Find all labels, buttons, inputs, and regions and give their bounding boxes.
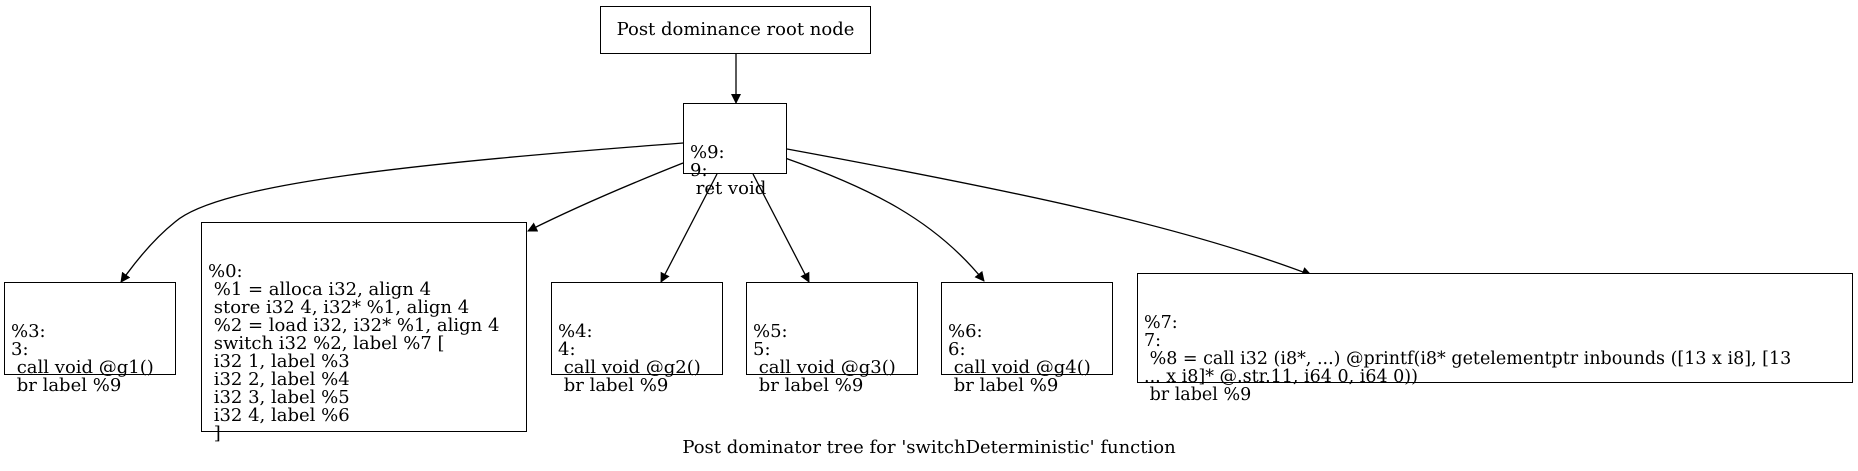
node-label-root: Post dominance root node [616, 19, 855, 40]
node-n5: %5: 5: call void @g3() br label %9 [746, 282, 918, 395]
node-n6: %6: 6: call void @g4() br label %9 [941, 282, 1113, 395]
node-n4: %4: 4: call void @g2() br label %9 [551, 282, 723, 395]
edge-n9-to-n5 [752, 173, 810, 283]
node-label-n6: %6: 6: call void @g4() br label %9 [948, 321, 1091, 396]
node-label-n5: %5: 5: call void @g3() br label %9 [753, 321, 896, 396]
edge-n9-to-n0 [527, 162, 684, 232]
node-n0: %0: %1 = alloca i32, align 4 store i32 4… [201, 222, 527, 443]
node-label-n7: %7: 7: %8 = call i32 (i8*, ...) @printf(… [1144, 313, 1792, 405]
post-dominance-root-node: Post dominance root node [600, 6, 871, 54]
graph-caption: Post dominator tree for 'switchDetermini… [682, 437, 1176, 458]
edge-n9-to-n6 [784, 157, 985, 282]
edge-n9-to-n7 [786, 148, 1312, 277]
node-label-n0: %0: %1 = alloca i32, align 4 store i32 4… [208, 261, 500, 444]
node-label-n4: %4: 4: call void @g2() br label %9 [558, 321, 701, 396]
node-n9: %9: 9: ret void [683, 103, 787, 198]
node-label-n9: %9: 9: ret void [690, 142, 767, 199]
edge-n9-to-n3 [120, 142, 684, 283]
node-label-n3: %3: 3: call void @g1() br label %9 [11, 321, 154, 396]
node-n3: %3: 3: call void @g1() br label %9 [4, 282, 176, 395]
edge-n9-to-n4 [660, 173, 718, 283]
node-n7: %7: 7: %8 = call i32 (i8*, ...) @printf(… [1137, 273, 1853, 404]
